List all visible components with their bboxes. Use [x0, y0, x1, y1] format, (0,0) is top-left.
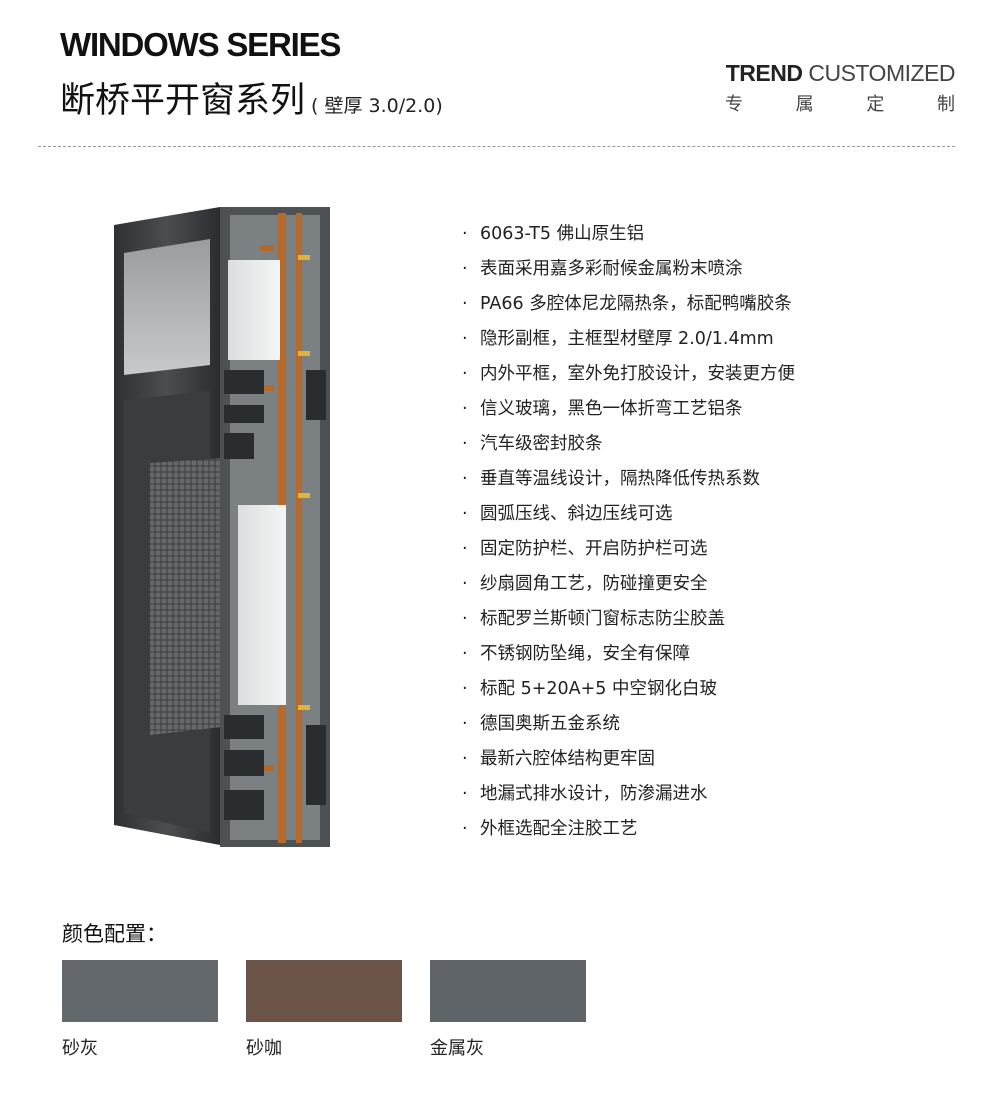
feature-item: · 固定防护栏、开启防护栏可选 [462, 535, 795, 570]
bullet: · [462, 714, 468, 734]
feature-item: · 隐形副框，主框型材壁厚 2.0/1.4mm [462, 325, 795, 360]
bullet: · [462, 434, 468, 454]
color-option-metal-gray: 金属灰 [430, 960, 586, 1060]
brand-logo: TREND CUSTOMIZED [725, 60, 956, 87]
feature-text: 汽车级密封胶条 [480, 434, 603, 454]
bullet: · [462, 399, 468, 419]
bullet: · [462, 469, 468, 489]
feature-item: · 信义玻璃，黑色一体折弯工艺铝条 [462, 395, 795, 430]
color-option-sand-coffee: 砂咖 [246, 960, 402, 1060]
bullet: · [462, 329, 468, 349]
bullet: · [462, 609, 468, 629]
color-label: 砂咖 [246, 1038, 282, 1059]
header-divider [38, 146, 955, 147]
bullet: · [462, 259, 468, 279]
feature-text: 6063-T5 佛山原生铝 [480, 224, 645, 244]
bullet: · [462, 539, 468, 559]
brand-tagline-char: 属 [795, 94, 814, 115]
feature-item: · 不锈钢防坠绳，安全有保障 [462, 640, 795, 675]
color-config-heading: 颜色配置： [62, 922, 167, 946]
wall-thickness: ( 壁厚 3.0/2.0) [311, 95, 443, 117]
bullet: · [462, 749, 468, 769]
feature-item: · PA66 多腔体尼龙隔热条，标配鸭嘴胶条 [462, 290, 795, 325]
feature-text: 信义玻璃，黑色一体折弯工艺铝条 [480, 399, 743, 419]
feature-item: · 德国奥斯五金系统 [462, 710, 795, 745]
feature-list: · 6063-T5 佛山原生铝 · 表面采用嘉多彩耐候金属粉末喷涂 · PA66 多腔… [462, 220, 795, 850]
feature-item: · 6063-T5 佛山原生铝 [462, 220, 795, 255]
color-swatch [62, 960, 218, 1022]
feature-text: 不锈钢防坠绳，安全有保障 [480, 644, 690, 664]
feature-item: · 地漏式排水设计，防渗漏进水 [462, 780, 795, 815]
color-label: 砂灰 [62, 1038, 98, 1059]
feature-text: 内外平框，室外免打胶设计，安装更方便 [480, 364, 795, 384]
bullet: · [462, 294, 468, 314]
feature-text: 标配 5+20A+5 中空钢化白玻 [480, 679, 717, 699]
feature-item: · 垂直等温线设计，隔热降低传热系数 [462, 465, 795, 500]
glass-pane-top [228, 260, 280, 360]
feature-item: · 汽车级密封胶条 [462, 430, 795, 465]
feature-text: 隐形副框，主框型材壁厚 2.0/1.4mm [480, 329, 774, 349]
feature-text: 表面采用嘉多彩耐候金属粉末喷涂 [480, 259, 743, 279]
bullet: · [462, 784, 468, 804]
feature-text: 固定防护栏、开启防护栏可选 [480, 539, 708, 559]
feature-text: 标配罗兰斯顿门窗标志防尘胶盖 [480, 609, 725, 629]
profile-cavities [224, 370, 326, 820]
bullet: · [462, 574, 468, 594]
brand-light: CUSTOMIZED [802, 60, 955, 86]
feature-item: · 表面采用嘉多彩耐候金属粉末喷涂 [462, 255, 795, 290]
feature-text: 外框选配全注胶工艺 [480, 819, 638, 839]
color-swatch [246, 960, 402, 1022]
bullet: · [462, 819, 468, 839]
feature-item: · 圆弧压线、斜边压线可选 [462, 500, 795, 535]
series-title-cn-text: 断桥平开窗系列 [60, 81, 306, 121]
brand-tagline: 专 属 定 制 [725, 90, 955, 116]
color-swatch [430, 960, 586, 1022]
feature-text: 垂直等温线设计，隔热降低传热系数 [480, 469, 760, 489]
feature-item: · 纱扇圆角工艺，防碰撞更安全 [462, 570, 795, 605]
brand-bold: TREND [725, 60, 803, 86]
screen-mesh [150, 457, 240, 735]
feature-item: · 最新六腔体结构更牢固 [462, 745, 795, 780]
bullet: · [462, 679, 468, 699]
top-glass-panel [124, 239, 210, 375]
brand-tagline-char: 制 [936, 94, 955, 115]
bullet: · [462, 644, 468, 664]
feature-text: 圆弧压线、斜边压线可选 [480, 504, 673, 524]
feature-text: 德国奥斯五金系统 [480, 714, 620, 734]
feature-text: 纱扇圆角工艺，防碰撞更安全 [480, 574, 708, 594]
bullet: · [462, 364, 468, 384]
feature-item: · 外框选配全注胶工艺 [462, 815, 795, 850]
color-label: 金属灰 [430, 1038, 484, 1059]
color-option-sand-gray: 砂灰 [62, 960, 218, 1060]
feature-text: 地漏式排水设计，防渗漏进水 [480, 784, 708, 804]
bullet: · [462, 224, 468, 244]
glass-pane-middle [238, 505, 286, 705]
feature-text: PA66 多腔体尼龙隔热条，标配鸭嘴胶条 [480, 294, 792, 314]
feature-item: · 内外平框，室外免打胶设计，安装更方便 [462, 360, 795, 395]
feature-text: 最新六腔体结构更牢固 [480, 749, 655, 769]
brand-tagline-char: 定 [866, 94, 885, 115]
feature-item: · 标配 5+20A+5 中空钢化白玻 [462, 675, 795, 710]
bullet: · [462, 504, 468, 524]
series-title-en: WINDOWS SERIES [60, 26, 341, 63]
brand-tagline-char: 专 [725, 94, 743, 115]
feature-item: · 标配罗兰斯顿门窗标志防尘胶盖 [462, 605, 795, 640]
series-title-cn: 断桥平开窗系列( 壁厚 3.0/2.0) [60, 72, 443, 123]
window-profile-illustration [114, 207, 330, 847]
gaskets [298, 255, 310, 710]
